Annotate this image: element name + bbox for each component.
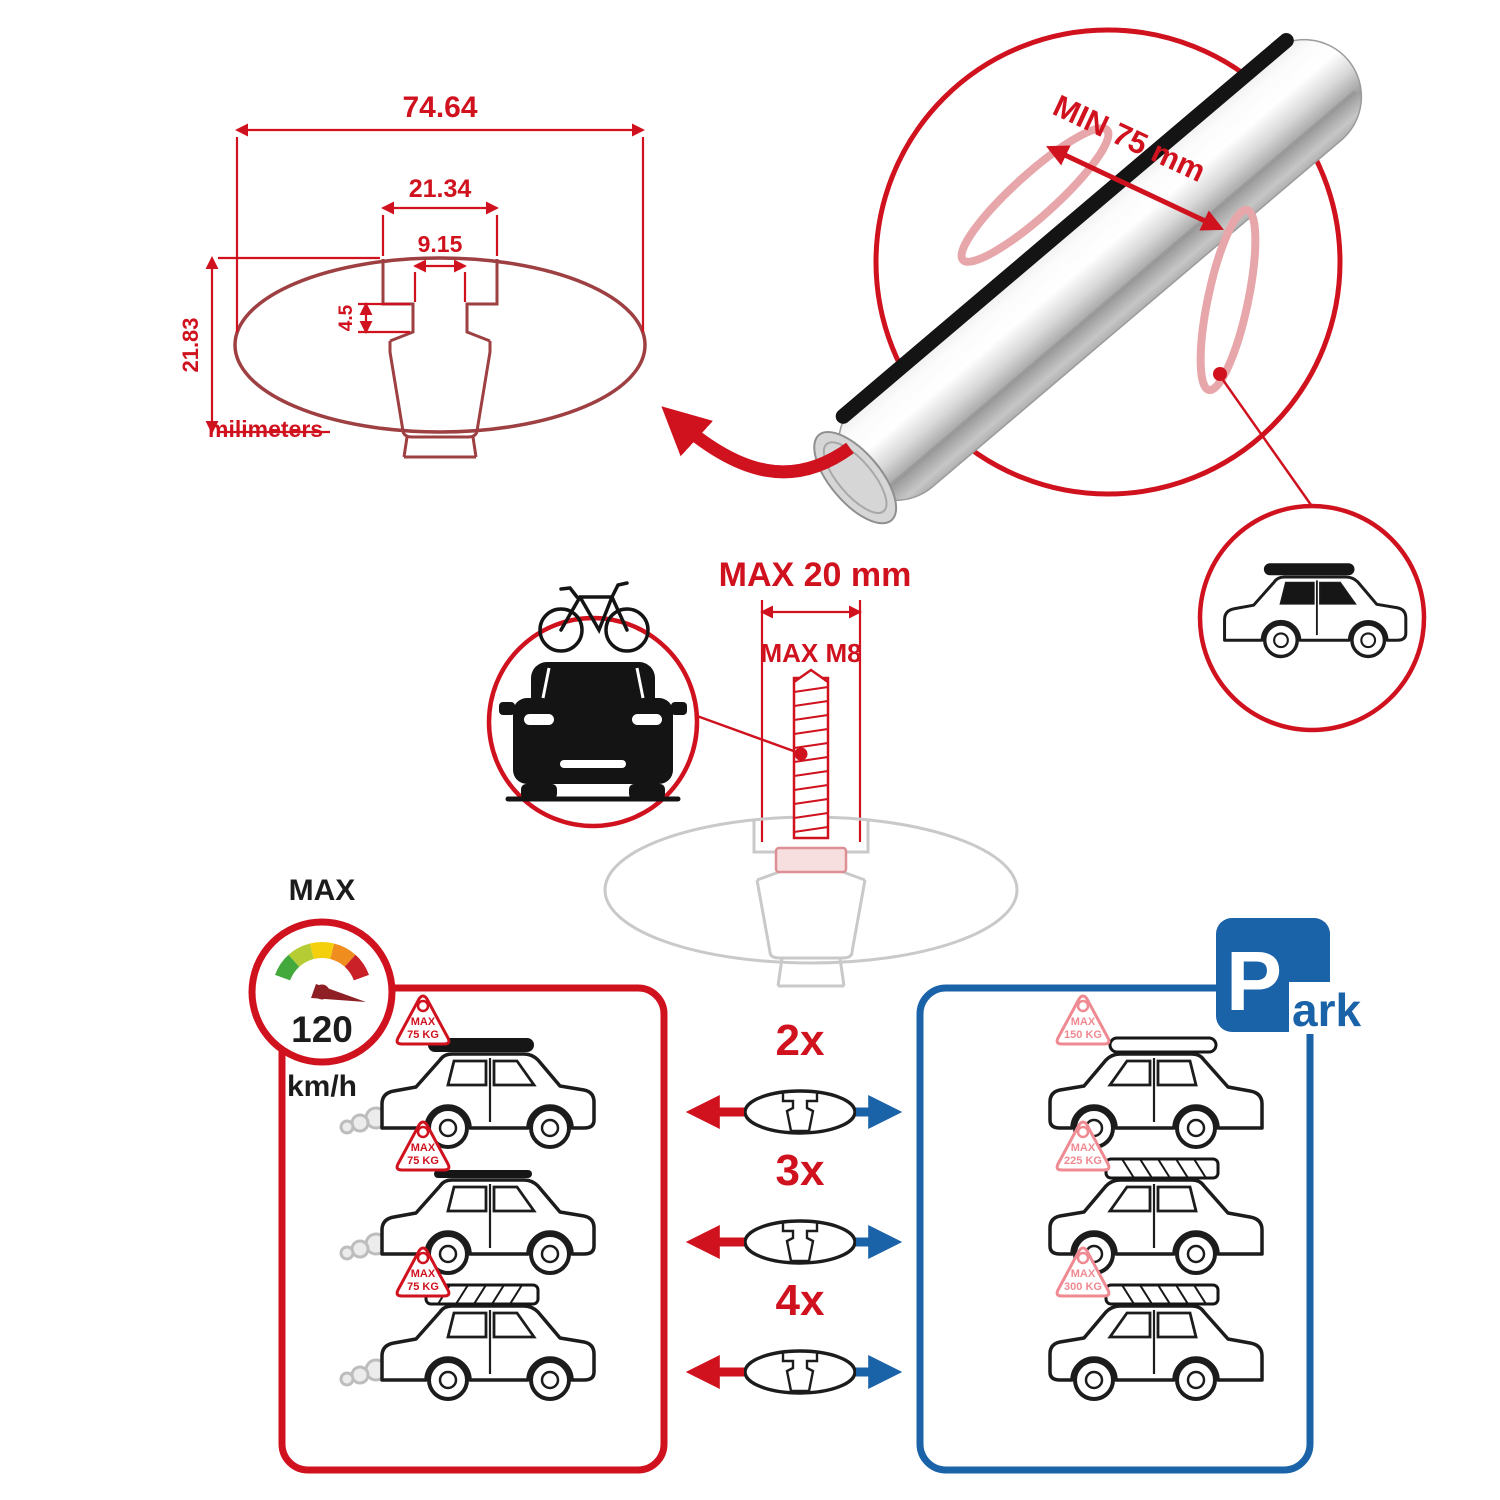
- speed-limit-gauge: MAX 120 km/h: [248, 874, 396, 1103]
- units-label: milimeters: [208, 416, 323, 442]
- crossbar-quantity-rows: 2x 3x 4x: [685, 1016, 903, 1395]
- crossbar-icon: [743, 1089, 857, 1135]
- svg-text:75 KG: 75 KG: [407, 1281, 439, 1293]
- clamp-strap-right: [1196, 205, 1260, 395]
- svg-text:MAX: MAX: [1071, 1142, 1096, 1154]
- qty-4x-label: 4x: [776, 1276, 825, 1325]
- roof-basket-icon: [1104, 1283, 1220, 1306]
- svg-text:300 KG: 300 KG: [1064, 1281, 1102, 1293]
- callout-leader-line: [1221, 379, 1318, 513]
- min-span-arrow: [1046, 145, 1224, 231]
- roof-basket-icon: [1104, 1157, 1220, 1180]
- ghost-cross-section: [603, 815, 1019, 988]
- roof-box-icon: [1108, 1036, 1218, 1054]
- svg-text:MAX: MAX: [1071, 1016, 1096, 1028]
- svg-text:MAX: MAX: [1071, 1268, 1096, 1280]
- driving-car-3: [380, 1304, 596, 1401]
- cross-section-diagram: 74.64 21.34 9.15 4.5 21.83 milimeters: [178, 91, 647, 459]
- dim-height-label: 21.83: [178, 317, 203, 372]
- callout-dot: [1213, 367, 1227, 381]
- driving-cars: MAX 75 KG MAX 75 KG MAX 75 KG: [339, 994, 596, 1401]
- t-bolt-head: [774, 846, 848, 874]
- bolt-thread-label: MAX M8: [760, 638, 861, 668]
- svg-text:MAX: MAX: [411, 1016, 436, 1028]
- svg-text:75 KG: 75 KG: [407, 1029, 439, 1041]
- suv-roofbox-vignette: [1197, 503, 1427, 733]
- bicycle-icon: [538, 581, 650, 653]
- bolt-max-width-label: MAX 20 mm: [719, 556, 912, 594]
- load-badge-driving-2: MAX 75 KG: [395, 1120, 451, 1172]
- profile-pointer-arrow: [661, 406, 854, 479]
- roof-box-icon: [1263, 563, 1355, 576]
- bolt-leader-line: [696, 714, 800, 755]
- crossbar-icon: [743, 1349, 857, 1395]
- parked-box: [916, 984, 1314, 1474]
- speed-value: 120: [291, 1009, 353, 1050]
- zoom-circle: [873, 27, 1343, 497]
- load-badge-driving-1: MAX 75 KG: [395, 994, 451, 1046]
- load-badge-driving-3: MAX 75 KG: [395, 1246, 451, 1298]
- park-suffix: ark: [1292, 984, 1361, 1036]
- bolt-spec-diagram: MAX 20 mm MAX M8: [486, 556, 1019, 988]
- svg-text:MAX: MAX: [411, 1268, 436, 1280]
- parked-car-3: [1048, 1304, 1264, 1401]
- suv-windows: [1280, 582, 1355, 604]
- crossbar-icon: [743, 1219, 857, 1265]
- load-badge-parked-3: MAX 300 KG: [1055, 1246, 1111, 1298]
- load-badge-parked-1: MAX 150 KG: [1055, 994, 1111, 1046]
- parked-cars: MAX 150 KG MAX 225 KG MAX 300 KG: [1048, 994, 1264, 1401]
- t-slot-profile: [381, 259, 499, 459]
- load-badge-parked-2: MAX 225 KG: [1055, 1120, 1111, 1172]
- park-letter: P: [1226, 934, 1282, 1028]
- bolt-dimension-lines: [760, 600, 862, 842]
- park-sign: P ark: [1216, 918, 1361, 1036]
- dim-width-label: 74.64: [402, 91, 477, 124]
- speed-max-label: MAX: [289, 874, 356, 907]
- driving-box: [278, 984, 668, 1474]
- svg-text:150 KG: 150 KG: [1064, 1029, 1102, 1041]
- roof-rails-icon: [434, 1170, 532, 1178]
- dim-slot-outer-label: 21.34: [409, 175, 472, 203]
- load-comparison-section: MAX 120 km/h P ark 2x 3x: [248, 874, 1361, 1474]
- aluminum-bar: [813, 33, 1363, 525]
- dimension-lines: [205, 123, 645, 434]
- svg-text:75 KG: 75 KG: [407, 1155, 439, 1167]
- car-front-silhouette: [499, 662, 687, 802]
- dim-lip-depth-label: 4.5: [336, 304, 357, 331]
- qty-3x-label: 3x: [776, 1146, 825, 1195]
- speed-units: km/h: [287, 1070, 357, 1103]
- qty-2x-label: 2x: [776, 1016, 825, 1065]
- bolt-callout-dot: [794, 747, 808, 761]
- car-front-vignette: [486, 581, 700, 829]
- svg-text:MAX: MAX: [411, 1142, 436, 1154]
- svg-text:225 KG: 225 KG: [1064, 1155, 1102, 1167]
- bar-profile-ellipse: [233, 256, 647, 434]
- dim-slot-inner-label: 9.15: [418, 231, 463, 257]
- bar-detail-view: MIN 75 mm: [661, 27, 1427, 733]
